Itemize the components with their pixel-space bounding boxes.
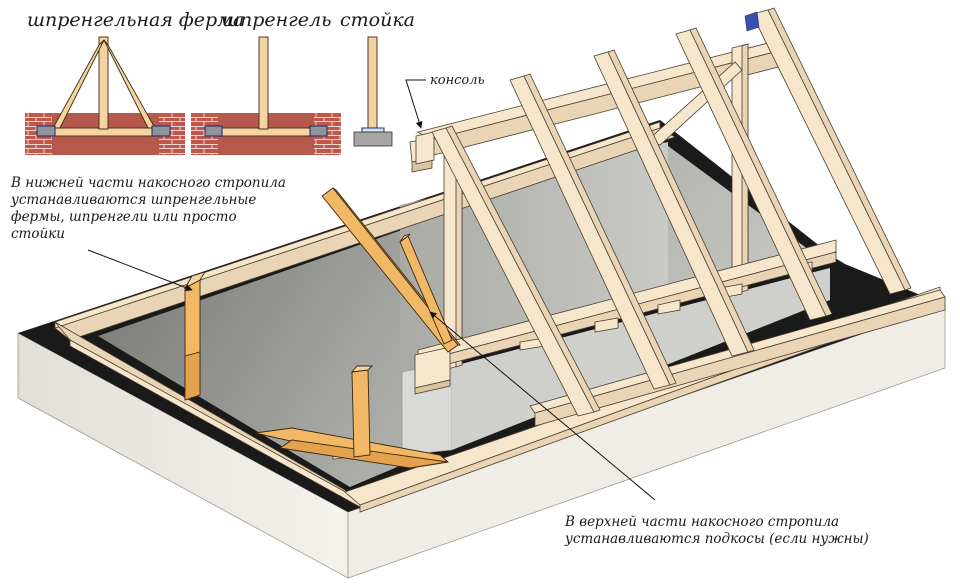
upper-note: В верхней части накосного стропила устан… — [564, 514, 869, 547]
lower-note-line: фермы, шпренгели или просто — [11, 209, 237, 225]
label-sprengel: шпренгель — [222, 9, 331, 31]
label-console: консоль — [430, 73, 485, 88]
rafter — [607, 49, 755, 353]
console-beam-end — [415, 131, 435, 165]
upper-note-leader — [429, 311, 656, 501]
rafter — [689, 27, 833, 317]
upper-note-line: устанавливаются подкосы (если нужны) — [564, 531, 869, 547]
concrete-pad — [353, 131, 393, 147]
steel-bracket — [36, 125, 56, 137]
post-standalone — [183, 271, 207, 401]
hip-rafter-braces — [321, 187, 461, 353]
steel-bracket — [151, 125, 171, 137]
legend-truss — [25, 36, 185, 155]
lower-note-line: В нижней части накосного стропила — [10, 175, 286, 191]
lower-note: В нижней части накосного стропила устана… — [10, 175, 286, 242]
lower-note-line: устанавливаются шпренгельные — [10, 192, 256, 208]
lower-note-line: стойки — [11, 226, 65, 242]
label-truss: шпренгельная ферма — [27, 9, 244, 31]
sprengel-beam-bottom — [254, 365, 450, 469]
rafter — [767, 7, 912, 291]
legend-post — [353, 36, 393, 147]
upper-note-line: В верхней части накосного стропила — [564, 514, 839, 530]
legend-sprengel — [191, 36, 341, 155]
steel-nail-plate — [744, 11, 760, 32]
console-leader — [405, 79, 426, 129]
rafters — [431, 7, 912, 417]
rafter — [523, 73, 677, 386]
rafter — [445, 125, 601, 413]
lower-note-leader — [87, 249, 193, 292]
label-post: стойка — [340, 9, 415, 31]
